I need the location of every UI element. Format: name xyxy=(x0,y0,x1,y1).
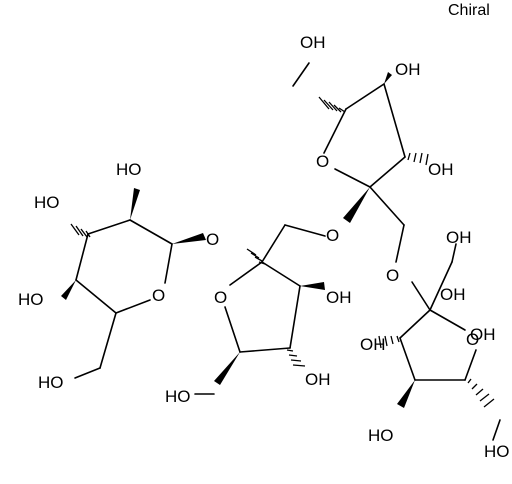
bond xyxy=(429,309,466,331)
atom-label-oh-p: OH xyxy=(440,285,466,304)
hashed-bond xyxy=(70,223,91,238)
bond xyxy=(284,224,326,237)
bond xyxy=(399,309,431,339)
atom-label-o-glc-anom: O xyxy=(206,230,219,249)
atom-label-ho-m: HO xyxy=(165,387,191,406)
atom-label-ho-n: HO xyxy=(368,426,394,445)
chiral-annotation: Chiral xyxy=(448,2,490,19)
wedge-bond xyxy=(214,352,240,385)
bond xyxy=(261,224,286,263)
wedge-bond xyxy=(397,380,415,408)
hashed-bond xyxy=(378,335,400,349)
bond xyxy=(464,349,477,381)
atom-label-o-link-top: O xyxy=(326,226,339,245)
wedge-bond xyxy=(172,233,206,244)
bond xyxy=(383,83,406,158)
wedge-bond xyxy=(61,280,76,300)
bond xyxy=(345,83,385,110)
wedge-bond xyxy=(300,282,325,290)
atom-label-o-fru-b-ring: O xyxy=(214,288,227,307)
bond xyxy=(261,261,301,287)
bond xyxy=(115,299,151,314)
bond xyxy=(239,347,291,353)
hashed-bond xyxy=(318,96,346,113)
bond xyxy=(75,279,117,314)
atom-label-oh-b: OH xyxy=(395,60,421,79)
bond xyxy=(289,285,301,349)
bond xyxy=(429,261,453,311)
atom-label-ho-k: HO xyxy=(38,373,64,392)
bond xyxy=(74,367,101,379)
wedge-bond xyxy=(343,187,370,223)
bond xyxy=(395,224,405,263)
bond xyxy=(369,186,405,226)
atom-label-ho-o: HO xyxy=(484,442,510,461)
bond xyxy=(224,306,241,353)
atom-label-oh-f: OH xyxy=(326,288,352,307)
bond xyxy=(164,243,173,284)
bond xyxy=(87,219,131,235)
atom-label-o-glc-ring: O xyxy=(152,286,165,305)
atom-label-ho-g: HO xyxy=(34,193,60,212)
bond xyxy=(369,156,406,188)
atom-label-o-link-right: O xyxy=(386,266,399,285)
hashed-bond xyxy=(246,248,266,265)
atom-label-o-fru-a-ring: O xyxy=(316,152,329,171)
bond xyxy=(292,62,310,87)
hashed-bond xyxy=(286,349,306,367)
atom-label-ho-i: HO xyxy=(18,290,44,309)
bond xyxy=(411,281,431,311)
hashed-bond xyxy=(467,378,495,408)
bond xyxy=(334,168,371,188)
wedge-bond xyxy=(384,72,392,84)
hashed-bond xyxy=(407,152,429,166)
bond xyxy=(75,233,89,281)
bond xyxy=(451,243,457,263)
atom-label-o-fru-c-ring: O xyxy=(466,330,479,349)
wedge-bonds xyxy=(61,72,415,408)
atom-label-oh-c: OH xyxy=(428,160,454,179)
bonds xyxy=(74,62,501,441)
bond xyxy=(399,337,416,381)
bond xyxy=(229,261,263,286)
atom-label-oh-a: OH xyxy=(300,33,326,52)
hashed-bonds xyxy=(70,96,495,408)
bond xyxy=(129,219,173,245)
atom-label-oh-l: OH xyxy=(360,335,386,354)
atom-label-oh-j: OH xyxy=(305,370,331,389)
bond xyxy=(99,312,117,369)
wedge-bond xyxy=(130,188,140,220)
atom-labels: OH OH OH O O O OH HO OH O HO O O OH HO O… xyxy=(18,33,510,461)
atom-label-oh-d: OH xyxy=(446,228,472,247)
bond xyxy=(323,108,347,154)
atom-label-oh-h: OH xyxy=(470,325,496,344)
bond xyxy=(492,419,501,441)
atom-label-ho-e: HO xyxy=(116,160,142,179)
